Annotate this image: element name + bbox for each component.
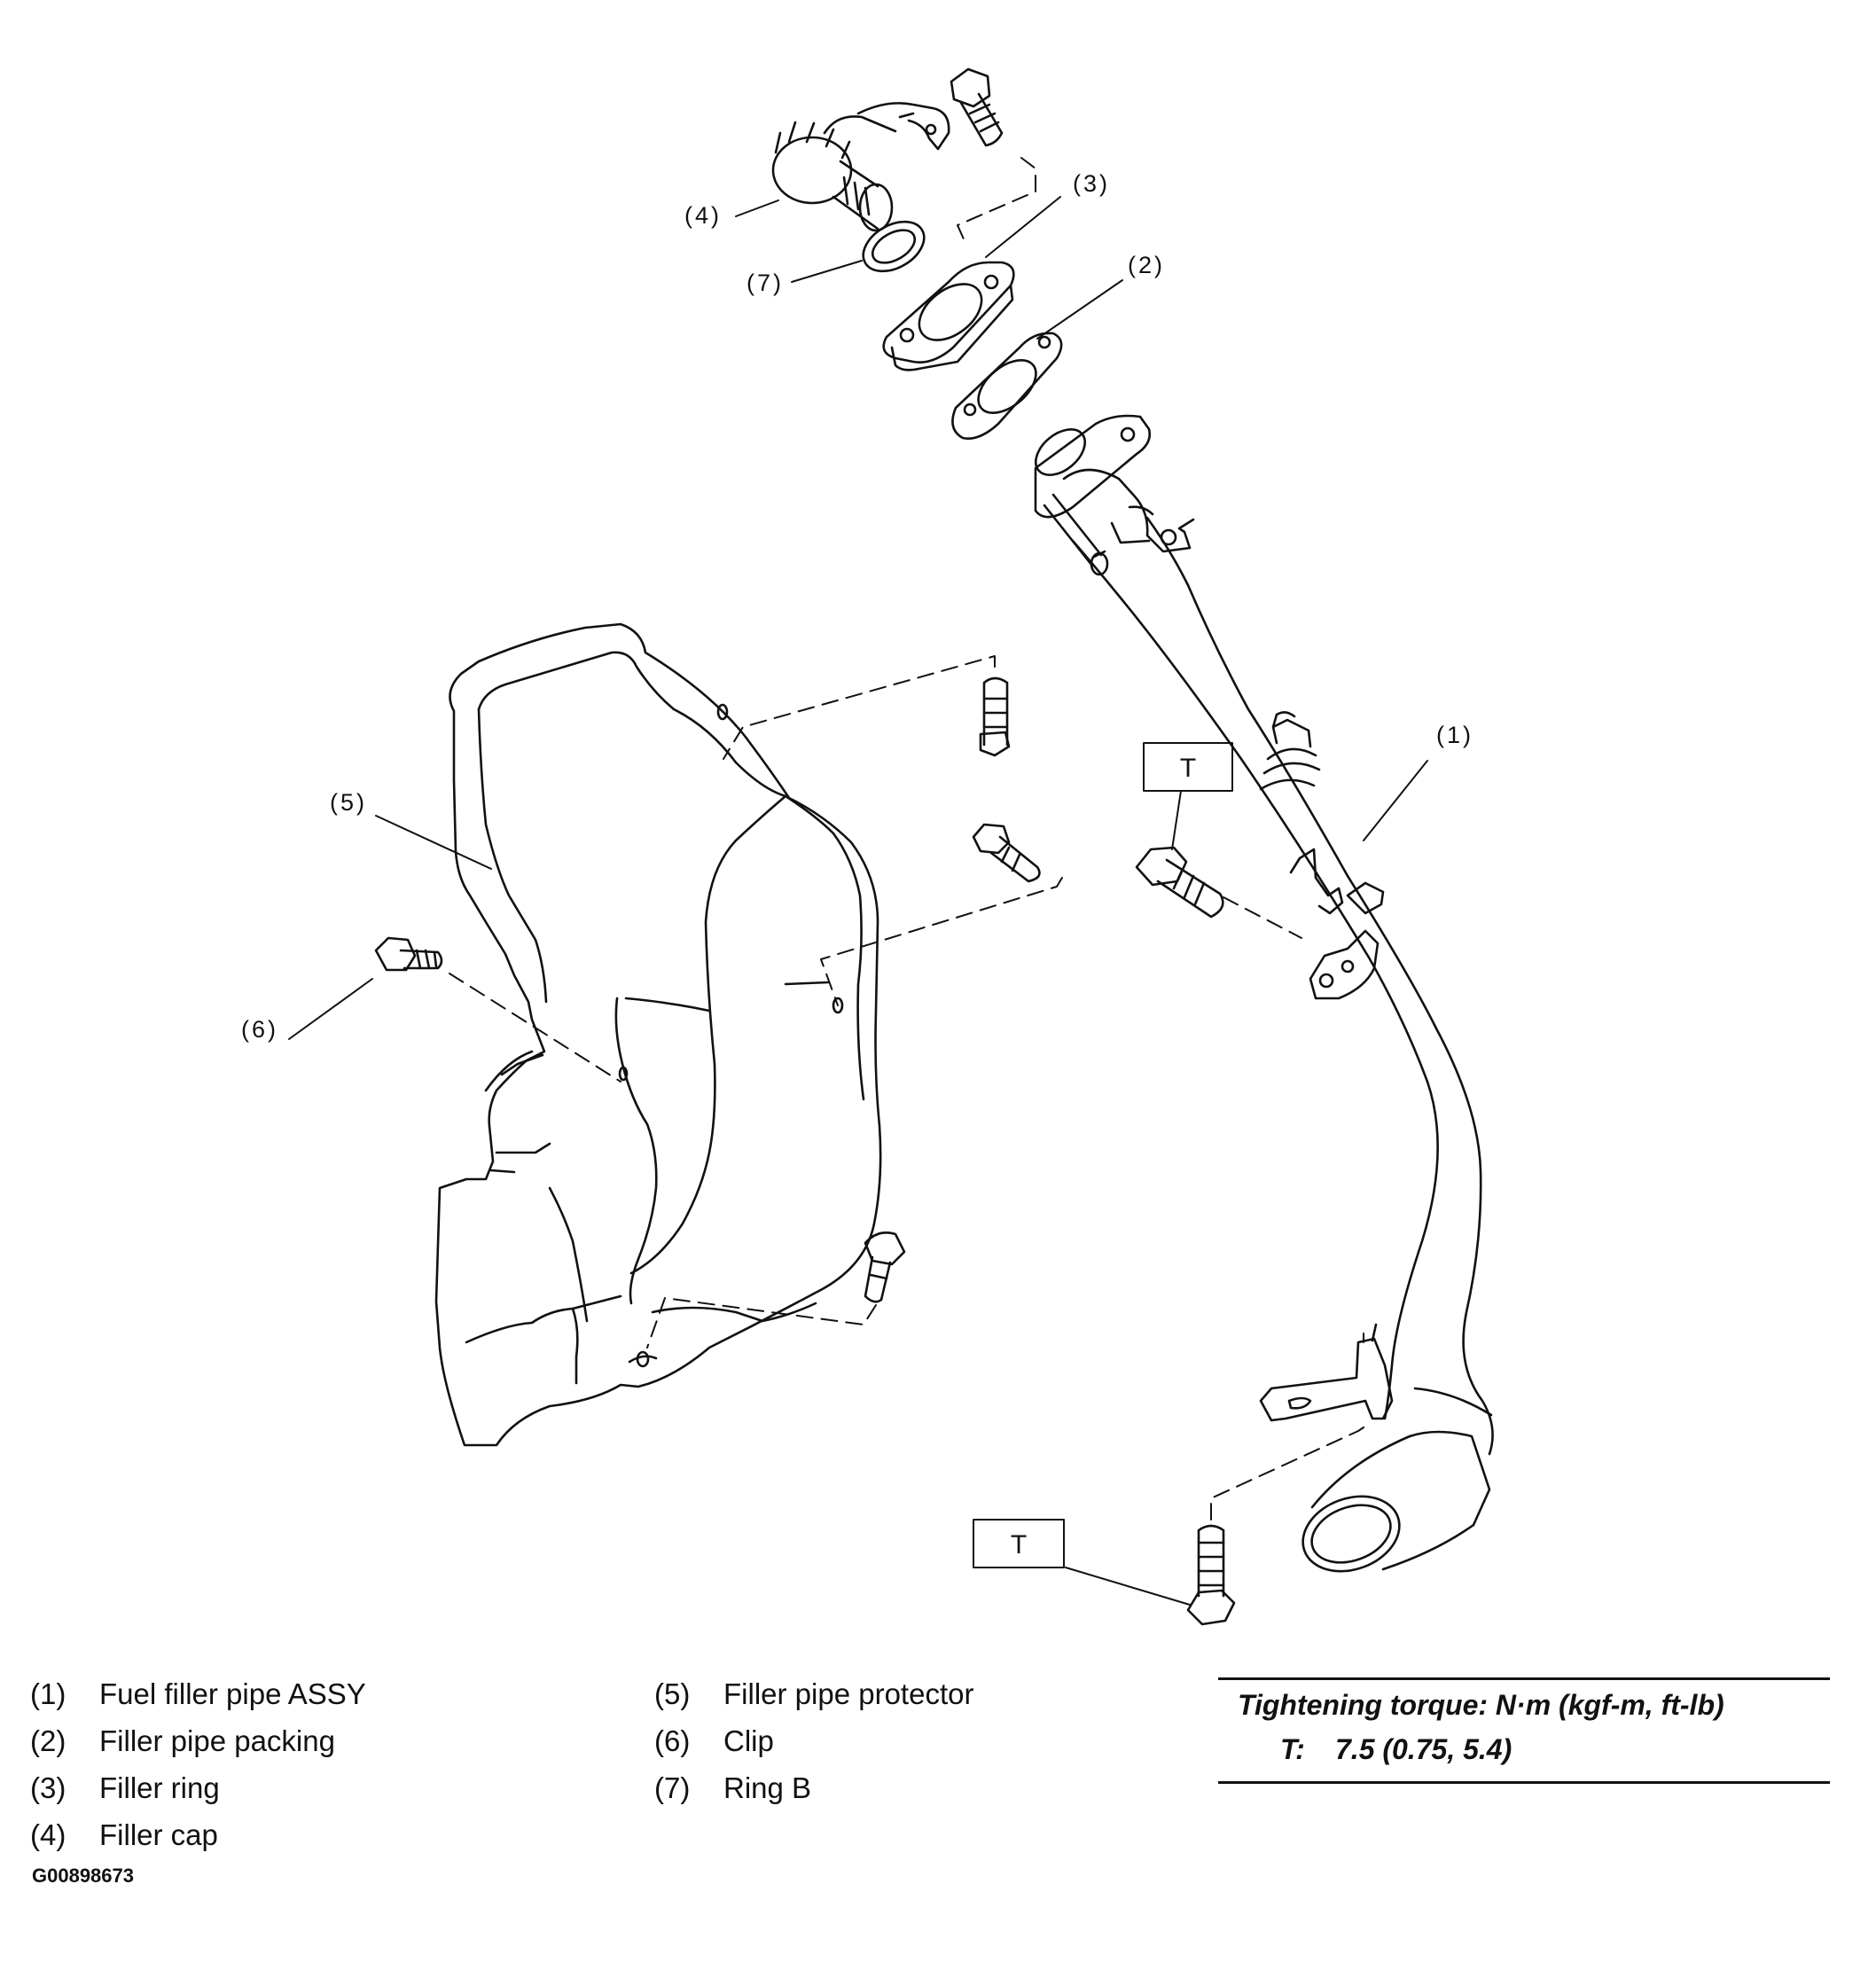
callout-1: (1): [1436, 722, 1473, 748]
torque-box-upper-label: T: [1180, 754, 1196, 783]
legend-item: (1) Fuel filler pipe ASSY: [30, 1670, 366, 1717]
legend-item: (5) Filler pipe protector: [654, 1670, 973, 1717]
protector-bolt-low-drawing: [864, 1231, 906, 1303]
torque-spec-value: 7.5 (0.75, 5.4): [1335, 1733, 1513, 1765]
torque-spec-row: T: 7.5 (0.75, 5.4): [1280, 1733, 1512, 1766]
legend-label: Ring B: [723, 1771, 812, 1804]
filler-pipe-packing-drawing: [951, 332, 1063, 440]
legend-number: (4): [30, 1818, 66, 1851]
legend-item: (3) Filler ring: [30, 1764, 366, 1811]
protector-bolt-mid-drawing: [972, 823, 1041, 883]
legend-item: (7) Ring B: [654, 1764, 973, 1811]
filler-pipe-protector-drawing: [434, 622, 882, 1447]
legend-label: Clip: [723, 1724, 774, 1757]
torque-box-upper: T: [1143, 742, 1233, 792]
protector-bolt-top-drawing: [979, 676, 1011, 757]
fuel-filler-pipe-drawing: [1034, 414, 1494, 1573]
legend-item: (6) Clip: [654, 1717, 973, 1764]
leader-lines: [288, 196, 1428, 1606]
legend-number: (5): [654, 1677, 691, 1710]
legend-item: (4) Filler cap: [30, 1811, 366, 1858]
legend-label: Fuel filler pipe ASSY: [99, 1677, 366, 1710]
figure-id: G00898673: [32, 1865, 134, 1887]
filler-ring-drawing: [882, 261, 1015, 371]
legend-number: (3): [30, 1771, 66, 1804]
legend-number: (1): [30, 1677, 66, 1710]
callout-7: (7): [746, 270, 784, 296]
legend-label: Filler pipe packing: [99, 1724, 335, 1757]
legend-column-1: (1) Fuel filler pipe ASSY (2) Filler pip…: [30, 1670, 366, 1858]
torque-bolt-upper-drawing: [1135, 846, 1224, 919]
ring-b-drawing: [862, 220, 926, 273]
top-bolt-drawing: [950, 67, 1004, 147]
callout-2: (2): [1128, 252, 1165, 278]
torque-box-lower-label: T: [1011, 1530, 1027, 1560]
torque-spec-symbol: T:: [1280, 1733, 1305, 1765]
callout-6: (6): [241, 1016, 278, 1043]
filler-cap-drawing: [771, 102, 950, 232]
legend-number: (6): [654, 1724, 691, 1757]
assembly-dashed-lines: [449, 157, 1370, 1521]
legend-label: Filler cap: [99, 1818, 218, 1851]
legend-label: Filler ring: [99, 1771, 220, 1804]
torque-spec-panel: Tightening torque: N·m (kgf-m, ft-lb) T:…: [1218, 1677, 1830, 1784]
legend-item: (2) Filler pipe packing: [30, 1717, 366, 1764]
callout-3: (3): [1073, 170, 1110, 197]
callout-4: (4): [684, 202, 722, 229]
legend-number: (2): [30, 1724, 66, 1757]
callout-5: (5): [330, 789, 367, 816]
legend-number: (7): [654, 1771, 691, 1804]
legend-column-2: (5) Filler pipe protector (6) Clip (7) R…: [654, 1670, 973, 1811]
torque-spec-title: Tightening torque: N·m (kgf-m, ft-lb): [1238, 1689, 1724, 1721]
legend-label: Filler pipe protector: [723, 1677, 974, 1710]
torque-bolt-lower-drawing: [1186, 1524, 1236, 1626]
torque-box-lower: T: [973, 1519, 1065, 1568]
clip-drawing: [374, 936, 443, 972]
